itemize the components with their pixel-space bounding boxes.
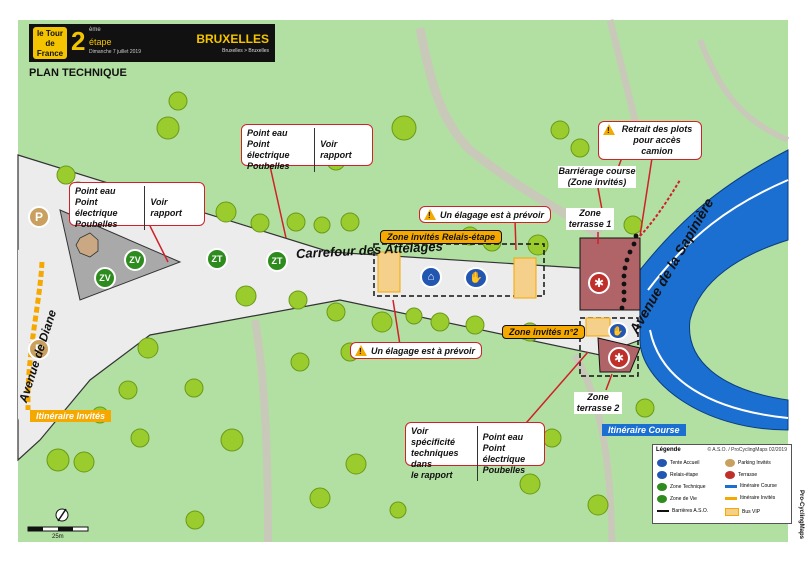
tour-logo: le Tour de France	[33, 27, 67, 59]
zone-barriere-label: Barriérage course (Zone invités)	[558, 166, 636, 188]
zone-technique-marker: ZT	[266, 250, 288, 272]
credit: Pro-CyclingMaps	[798, 490, 804, 540]
bus-vip-right	[513, 257, 537, 299]
traffic-island	[59, 209, 182, 301]
voir-rapport-link[interactable]: Voir rapport	[314, 128, 372, 172]
relais-etape-icon: ⌂	[420, 266, 442, 288]
legend-copyright: © A.S.O. / ProCyclingMaps 02/2019	[707, 447, 787, 453]
itineraire-course-tag: Itinéraire Course	[602, 424, 686, 436]
zone-relais-label: Zone invités Relais-étape	[380, 230, 503, 244]
bus-vip-left	[377, 251, 401, 293]
voir-rapport-link[interactable]: Voir rapport	[144, 186, 204, 230]
itineraire-invites-tag: Itinéraire Invités	[30, 410, 112, 422]
island-octagon	[75, 232, 99, 258]
warning-retrait-plots: ! Retrait des plots pour accès camion	[598, 121, 702, 160]
legend-item: Zone Technique	[657, 483, 706, 491]
stage-label: étape	[89, 37, 112, 47]
warning-icon: !	[355, 345, 367, 356]
plan-title: PLAN TECHNIQUE	[29, 67, 127, 79]
zone-vie-marker: ZV	[94, 267, 116, 289]
stage-number: 2	[71, 26, 86, 56]
legend-panel: Légende © A.S.O. / ProCyclingMaps 02/201…	[652, 444, 792, 524]
foot-path	[415, 27, 603, 239]
itineraire-invites-line	[25, 261, 45, 410]
stage-header: le Tour de France 2 ème étape Dimanche 7…	[29, 24, 275, 62]
terrasse-icon: ✱	[588, 272, 610, 294]
legend-item: Barrières A.S.O.	[657, 508, 708, 514]
legend-item: Itinéraire Course	[725, 483, 777, 489]
avenue-sapiniere-lane	[647, 179, 789, 419]
legend-title: Légende	[656, 447, 681, 453]
avenue-sapiniere-road	[639, 149, 789, 431]
plots-retrait-line	[639, 179, 681, 237]
legend-item: Itinéraire Invités	[725, 495, 775, 501]
zone-vie-marker: ZV	[124, 249, 146, 271]
trees	[46, 91, 655, 530]
tente-accueil-icon: ✋	[608, 322, 628, 340]
scale-bar	[27, 526, 89, 532]
zone-terrasse-2-label: Zone terrasse 2	[574, 392, 622, 414]
warning-icon: !	[603, 124, 615, 135]
legend-item: Relais-étape	[657, 471, 698, 479]
zone-n2-label: Zone invités n°2	[502, 325, 586, 339]
legend-item: Bus VIP	[725, 508, 760, 516]
north-arrow	[55, 508, 69, 522]
terrasse-1-area	[579, 237, 641, 311]
warning-elagage-top: ! Un élagage est à prévoir	[419, 206, 552, 223]
foot-path	[697, 38, 790, 143]
legend-item: Parking Invités	[725, 459, 771, 467]
tente-accueil-icon: ✋	[464, 267, 488, 289]
warning-elagage-bottom: ! Un élagage est à prévoir	[350, 342, 483, 359]
parking-marker: P	[28, 206, 50, 228]
legend-item: Terrasse	[725, 471, 757, 479]
stage-sup: ème	[89, 27, 101, 33]
zone-terrasse-1-label: Zone terrasse 1	[566, 208, 614, 230]
scale-label: 25m	[52, 534, 64, 540]
legend-item: Zone de Vie	[657, 495, 697, 503]
zone-technique-marker: ZT	[206, 248, 228, 270]
zone-relais-area	[373, 243, 545, 297]
bus-vip-n2	[585, 317, 611, 337]
warning-icon: !	[424, 209, 436, 220]
foot-path	[251, 319, 272, 543]
city-route: Bruxelles > Bruxelles	[222, 48, 269, 54]
parking-marker: P	[28, 338, 50, 360]
terrasse-icon: ✱	[608, 347, 630, 369]
stage-date: Dimanche 7 juillet 2019	[89, 49, 141, 55]
legend-item: Tente Accueil	[657, 459, 699, 467]
barrieres-aso	[619, 233, 639, 311]
road-diane	[18, 246, 90, 420]
city-name: BRUXELLES	[196, 32, 269, 46]
